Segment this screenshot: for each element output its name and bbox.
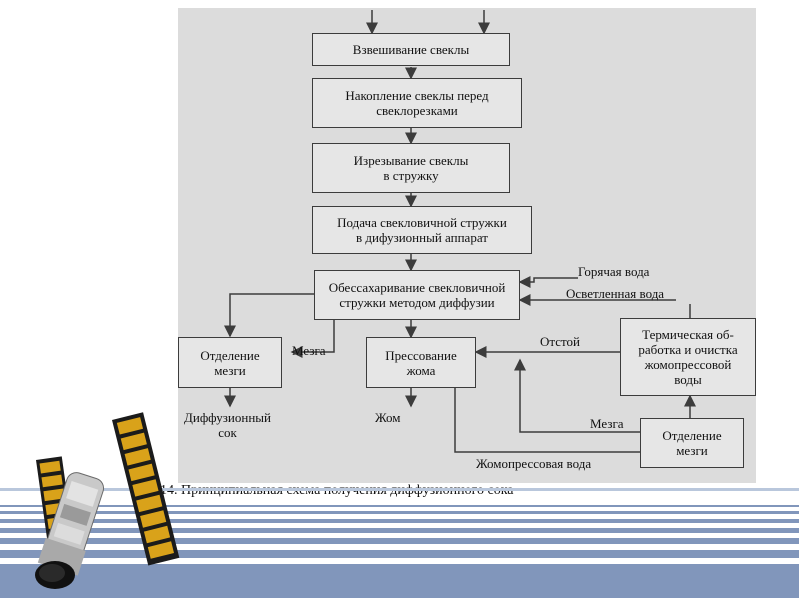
box-accumulation: Накопление свеклы перед свеклорезками [312, 78, 522, 128]
label-mezga-left: Мезга [292, 343, 326, 358]
label-hot-water: Горячая вода [578, 264, 650, 279]
box-thermal-treatment: Термическая об- работка и очистка жомопр… [620, 318, 756, 396]
label-sediment: Отстой [540, 334, 580, 349]
decorative-stripe [0, 488, 799, 491]
box-pulp-separation-left: Отделение мезги [178, 337, 282, 388]
box-weighing: Взвешивание свеклы [312, 33, 510, 66]
box-cutting: Изрезывание свеклы в стружку [312, 143, 510, 193]
label-clarified-water: Осветленная вода [566, 286, 665, 301]
box-desugaring: Обессахаривание свекловичной стружки мет… [314, 270, 520, 320]
label-press-water: Жомопрессовая вода [476, 456, 592, 471]
label-zhom: Жом [375, 410, 401, 425]
label-diffusion-juice: Диффузионный сок [184, 410, 271, 440]
box-feeding: Подача свекловичной стружки в дифузионны… [312, 206, 532, 254]
label-mezga-right: Мезга [590, 416, 624, 431]
box-pulp-separation-right: Отделение мезги [640, 418, 744, 468]
decorative-bands [0, 505, 799, 598]
box-pressing: Прессование жома [366, 337, 476, 388]
